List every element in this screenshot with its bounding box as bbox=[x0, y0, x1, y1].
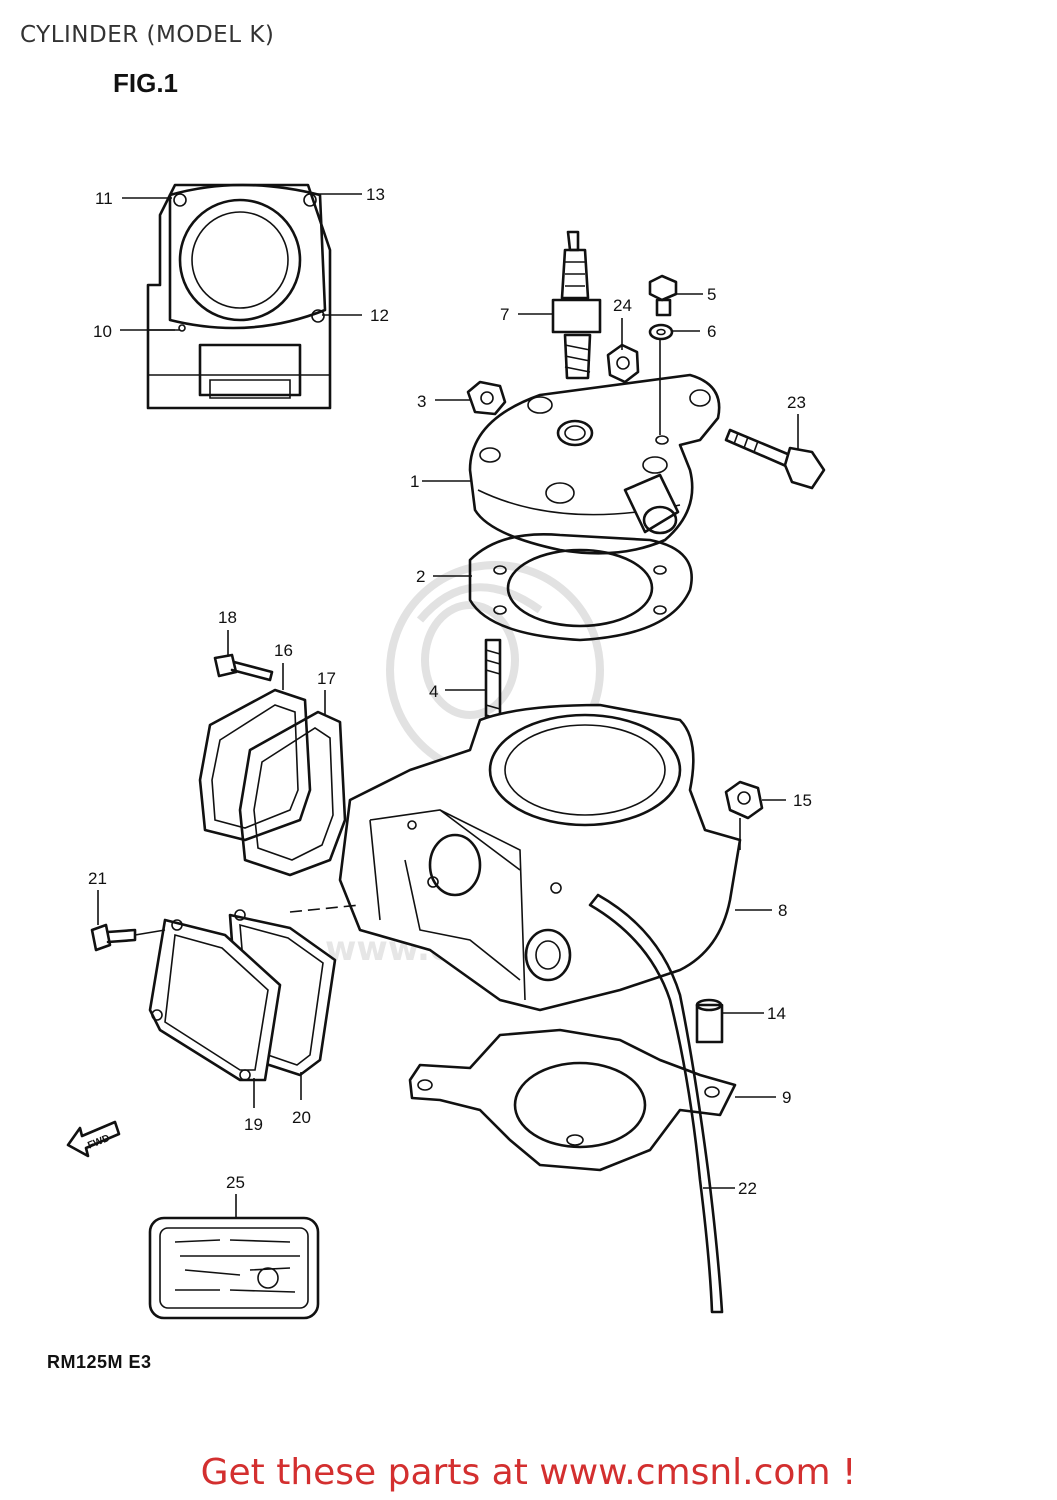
callout-5: 5 bbox=[707, 285, 716, 304]
callout-19: 19 bbox=[244, 1115, 263, 1134]
leader-lines bbox=[97, 193, 799, 1218]
forward-arrow-icon: FWD bbox=[66, 1120, 121, 1158]
cylinder-inset-view bbox=[146, 183, 332, 410]
callout-25: 25 bbox=[226, 1173, 245, 1192]
nut-3 bbox=[466, 380, 507, 416]
callout-3: 3 bbox=[417, 392, 426, 411]
callout-1: 1 bbox=[410, 472, 419, 491]
callout-9: 9 bbox=[782, 1088, 791, 1107]
callout-14: 14 bbox=[767, 1004, 786, 1023]
label-25 bbox=[148, 1216, 320, 1320]
callout-24: 24 bbox=[613, 296, 632, 315]
buy-parts-banner: Get these parts at www.cmsnl.com ! bbox=[0, 1452, 1057, 1493]
dowel-pin-14 bbox=[695, 998, 724, 1044]
spark-plug bbox=[551, 230, 602, 380]
page-title: CYLINDER (MODEL K) bbox=[20, 22, 275, 48]
callout-20: 20 bbox=[292, 1108, 311, 1127]
screw-18 bbox=[213, 653, 274, 682]
callout-numbers: 1 2 3 4 5 6 7 8 9 10 11 12 13 14 15 16 1… bbox=[88, 185, 812, 1198]
callout-18: 18 bbox=[218, 608, 237, 627]
nut-24 bbox=[606, 343, 640, 384]
callout-10: 10 bbox=[93, 322, 112, 341]
callout-7: 7 bbox=[500, 305, 509, 324]
callout-12: 12 bbox=[370, 306, 389, 325]
nut-15 bbox=[724, 780, 764, 820]
model-code: RM125M E3 bbox=[47, 1352, 152, 1372]
callout-11: 11 bbox=[95, 189, 113, 208]
gaskets-16-17 bbox=[198, 688, 347, 877]
callout-8: 8 bbox=[778, 901, 787, 920]
callout-6: 6 bbox=[707, 322, 716, 341]
screw-21 bbox=[90, 923, 137, 952]
cylinder bbox=[338, 703, 742, 1012]
callout-16: 16 bbox=[274, 641, 293, 660]
cylinder-head bbox=[468, 373, 721, 555]
callout-21: 21 bbox=[88, 869, 107, 888]
callout-13: 13 bbox=[366, 185, 385, 204]
cover-19-gasket-20 bbox=[148, 909, 337, 1082]
callout-23: 23 bbox=[787, 393, 806, 412]
bolt-5-washer-6 bbox=[648, 274, 678, 341]
callout-22: 22 bbox=[738, 1179, 757, 1198]
buy-parts-link[interactable]: Get these parts at www.cmsnl.com ! bbox=[200, 1452, 857, 1493]
callout-17: 17 bbox=[317, 669, 336, 688]
bolt-23 bbox=[724, 428, 826, 490]
vent-hose bbox=[588, 893, 724, 1314]
figure-label: FIG.1 bbox=[113, 68, 179, 98]
base-gasket bbox=[408, 1028, 737, 1172]
callout-15: 15 bbox=[793, 791, 812, 810]
callout-2: 2 bbox=[416, 567, 425, 586]
callout-4: 4 bbox=[429, 682, 438, 701]
head-gasket bbox=[468, 533, 693, 642]
